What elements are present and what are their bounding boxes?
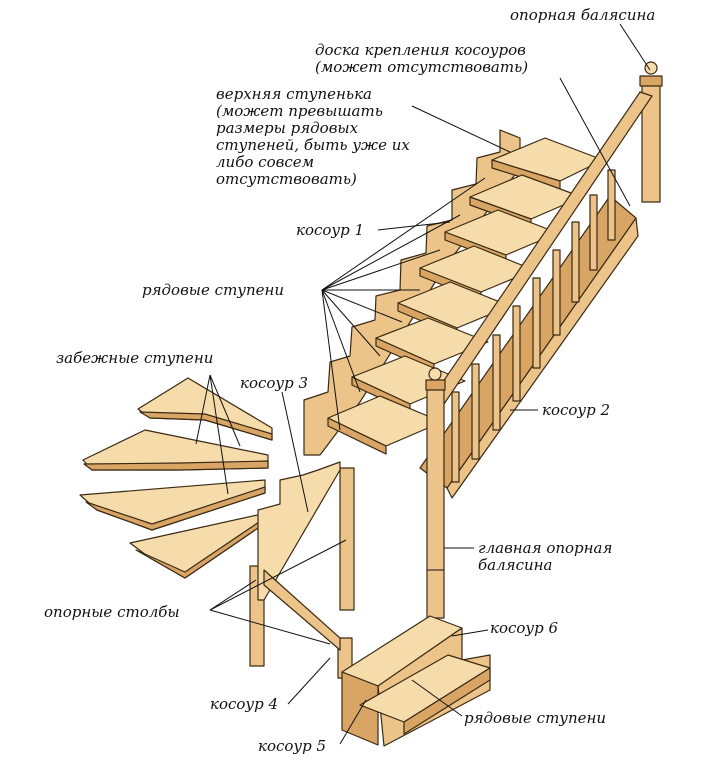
label-stringer-2: косоур 2	[542, 401, 611, 419]
label-stringer-5: косоур 5	[258, 737, 327, 755]
main-support-baluster	[425, 367, 446, 619]
balusters	[451, 169, 616, 483]
label-regular-steps-upper: рядовые ступени	[142, 281, 285, 299]
label-stringer-3: косоур 3	[240, 374, 309, 392]
label-winder-steps: забежные ступени	[56, 349, 214, 367]
label-stringer-4: косоур 4	[210, 695, 279, 713]
top-support-baluster	[639, 61, 663, 203]
label-main-baluster: главная опорная балясина	[478, 539, 613, 574]
label-stringer-6: косоур 6	[490, 619, 559, 637]
label-support-posts: опорные столбы	[44, 603, 180, 621]
lower-flight	[341, 615, 491, 747]
label-stringer-board: доска крепления косоуров (может отсутств…	[315, 41, 529, 76]
label-support-baluster: опорная балясина	[510, 6, 656, 24]
label-top-step: верхняя ступенька (может превышать разме…	[216, 85, 410, 188]
support-posts	[249, 461, 355, 679]
label-stringer-1: косоур 1	[296, 221, 365, 239]
winder-steps-group	[79, 377, 273, 579]
leader-lines	[195, 23, 651, 745]
label-regular-steps-lower: рядовые ступени	[464, 709, 607, 727]
